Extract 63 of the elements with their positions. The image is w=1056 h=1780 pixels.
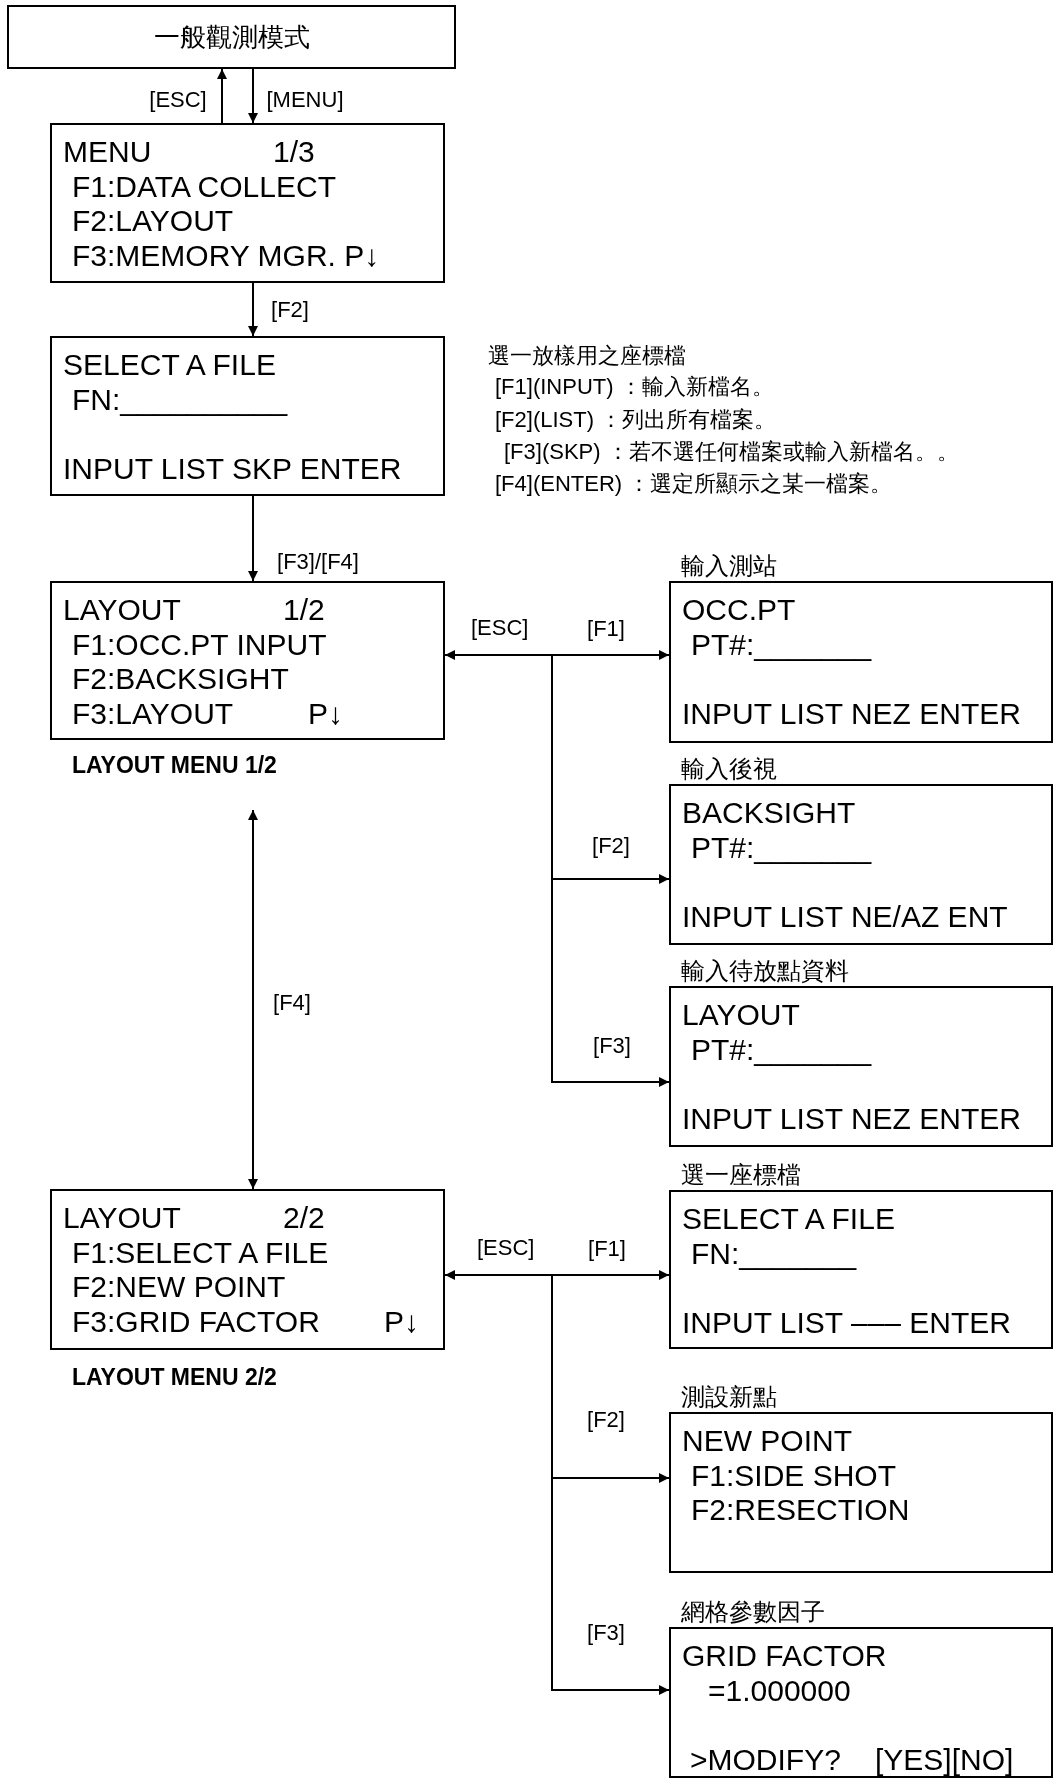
screen-line: F3:MEMORY MGR. P↓ bbox=[72, 238, 380, 273]
screen-line: LAYOUT bbox=[63, 593, 181, 627]
arrow bbox=[248, 68, 258, 124]
screen-heading: 選一座標檔 bbox=[681, 1161, 801, 1189]
note-line: [F2](LIST) ：列出所有檔案。 bbox=[495, 406, 777, 434]
mode-box bbox=[7, 5, 456, 69]
screen-line: BACKSIGHT bbox=[682, 796, 856, 830]
screen-line: LAYOUT bbox=[682, 998, 800, 1032]
screen-box bbox=[50, 336, 445, 496]
screen-line: FN:_______ bbox=[691, 1236, 857, 1271]
screen-line: F1:OCC.PT INPUT bbox=[72, 627, 327, 662]
screen-line: INPUT LIST NEZ ENTER bbox=[682, 1101, 1021, 1136]
screen-line: INPUT LIST ––– ENTER bbox=[682, 1305, 1011, 1340]
note-line: [F3](SKP) ：若不選任何檔案或輸入新檔名。。 bbox=[504, 438, 959, 466]
screen-line: INPUT LIST SKP ENTER bbox=[63, 451, 402, 486]
screen-line: F3:GRID FACTOR bbox=[72, 1304, 320, 1339]
screen-line: 1/2 bbox=[283, 593, 325, 627]
screen-line: LAYOUT bbox=[63, 1201, 181, 1235]
screen-line: =1.000000 bbox=[708, 1673, 851, 1708]
arrow bbox=[248, 809, 258, 1190]
arrow bbox=[248, 282, 258, 337]
screen-line: PT#:_______ bbox=[691, 627, 872, 662]
screen-line: GRID FACTOR bbox=[682, 1639, 887, 1673]
screen-line: P↓ bbox=[308, 696, 343, 731]
menu-caption: LAYOUT MENU 1/2 bbox=[72, 751, 277, 779]
arrow bbox=[444, 1274, 670, 1695]
screen-line: F2:LAYOUT bbox=[72, 204, 234, 238]
screen-line: F3:LAYOUT bbox=[72, 696, 234, 731]
screen-heading: 輸入待放點資料 bbox=[681, 957, 849, 985]
screen-heading: 輸入測站 bbox=[681, 552, 777, 580]
screen-line: SELECT A FILE bbox=[682, 1202, 895, 1236]
screen-heading: 輸入後視 bbox=[681, 755, 777, 783]
screen-line: P↓ bbox=[384, 1304, 419, 1339]
screen-line: F1:DATA COLLECT bbox=[72, 169, 336, 204]
screen-line: NEW POINT bbox=[682, 1424, 852, 1458]
arrow bbox=[248, 495, 258, 582]
screen-line: F2:BACKSIGHT bbox=[72, 662, 289, 696]
menu-caption: LAYOUT MENU 2/2 bbox=[72, 1363, 277, 1391]
note-line: [F4](ENTER) ：選定所顯示之某一檔案。 bbox=[495, 470, 893, 498]
screen-line: SELECT A FILE bbox=[63, 348, 276, 382]
screen-line: >MODIFY? bbox=[690, 1742, 841, 1777]
screen-line: INPUT LIST NEZ ENTER bbox=[682, 696, 1021, 731]
screen-line: PT#:_______ bbox=[691, 1032, 872, 1067]
screen-heading: 網格參數因子 bbox=[681, 1598, 825, 1626]
screen-line: F2:NEW POINT bbox=[72, 1270, 286, 1304]
screen-line: 1/3 bbox=[273, 135, 315, 169]
screen-heading: 測設新點 bbox=[681, 1383, 777, 1411]
screen-line: OCC.PT bbox=[682, 593, 796, 627]
mode-title: 一般觀測模式 bbox=[152, 21, 311, 54]
arrow bbox=[444, 654, 670, 1087]
screen-line: INPUT LIST NE/AZ ENT bbox=[682, 899, 1008, 934]
note-line: 選一放樣用之座標檔 bbox=[488, 342, 686, 370]
screen-line: F2:RESECTION bbox=[691, 1493, 910, 1527]
screen-line: F1:SIDE SHOT bbox=[691, 1458, 897, 1493]
screen-line: FN:__________ bbox=[72, 382, 288, 417]
screen-line: F1:SELECT A FILE bbox=[72, 1235, 329, 1270]
screen-line: MENU bbox=[63, 135, 152, 169]
screen-line: PT#:_______ bbox=[691, 830, 872, 865]
screen-box bbox=[50, 123, 445, 283]
screen-line: 2/2 bbox=[283, 1201, 325, 1235]
note-line: [F1](INPUT) ：輸入新檔名。 bbox=[495, 373, 774, 401]
arrow bbox=[217, 68, 227, 124]
screen-line: [YES][NO] bbox=[875, 1742, 1014, 1777]
